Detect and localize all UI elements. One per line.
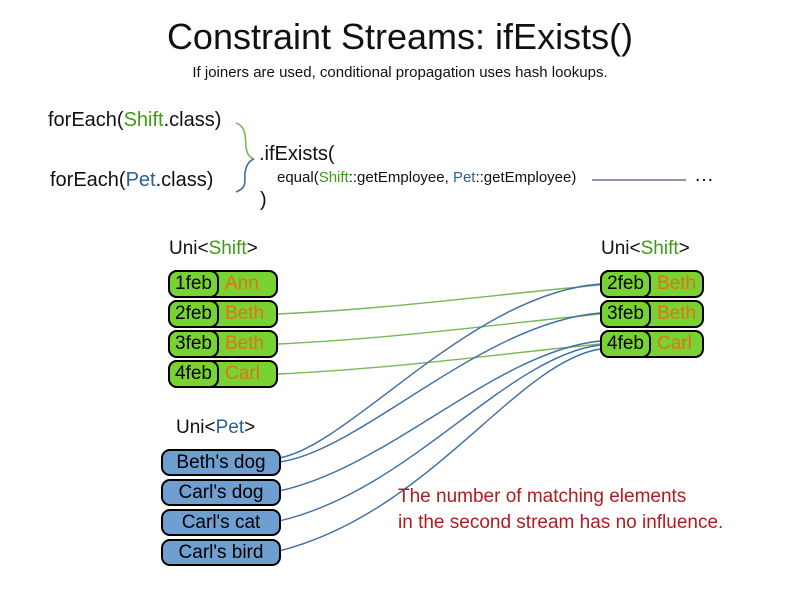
label-token-pet: Pet [215,417,245,438]
shift-employee: Beth [656,273,697,294]
pet-stream-label: Uni<Pet> [176,417,255,439]
note-line-1: The number of matching elements [398,486,687,507]
code-token: .class) [163,109,222,131]
page-subtitle: If joiners are used, conditional propaga… [192,64,608,81]
shift-row: 1feb Ann [168,270,278,298]
code-foreach-pet: forEach(Pet.class) [50,169,213,192]
shift-date: 2feb [600,270,651,298]
label-token-shift: Shift [208,238,247,259]
pet-item: Carl's cat [161,509,281,536]
shift-employee: Beth [656,303,697,324]
code-token-shift: Shift [318,169,349,186]
shift-row: 3feb Beth [600,300,704,328]
shift-row: 4feb Carl [600,330,704,358]
label-token: > [678,238,690,259]
label-token: Uni< [601,238,641,259]
code-ellipsis: … [694,164,714,186]
shift-date: 3feb [168,330,219,358]
code-token: ::getEmployee) [475,169,577,186]
shift-date: 3feb [600,300,651,328]
label-token: Uni< [176,417,216,438]
shift-row: 4feb Carl [168,360,278,388]
shift-match-lines [277,284,601,375]
label-token: > [244,417,256,438]
code-equal: equal(Shift::getEmployee, Pet::getEmploy… [277,169,576,186]
pet-item: Beth's dog [161,449,281,476]
shift-date: 2feb [168,300,219,328]
shift-employee: Ann [224,273,259,294]
label-token: > [246,238,258,259]
right-shift-stream-label: Uni<Shift> [601,238,690,260]
shift-row: 2feb Beth [600,270,704,298]
pet-item: Carl's bird [161,539,281,566]
code-token-pet: Pet [452,169,476,186]
brace-icon [235,122,255,193]
shift-row: 2feb Beth [168,300,278,328]
code-ifexists: .ifExists( [259,143,335,165]
code-token: equal( [277,169,319,186]
note-text: The number of matching elements in the s… [398,484,723,536]
shift-employee: Beth [224,333,265,354]
label-token-shift: Shift [640,238,679,259]
note-line-2: in the second stream has no influence. [398,512,724,533]
left-shift-stream-label: Uni<Shift> [169,238,258,260]
pet-item: Carl's dog [161,479,281,506]
code-foreach-shift: forEach(Shift.class) [48,109,221,132]
label-token: Uni< [169,238,209,259]
shift-employee: Carl [656,333,692,354]
shift-row: 3feb Beth [168,330,278,358]
shift-date: 4feb [600,330,651,358]
code-token: .class) [155,169,214,191]
code-token-shift: Shift [123,109,164,131]
page-title: Constraint Streams: ifExists() [166,16,634,57]
code-token: forEach( [48,109,124,131]
shift-date: 1feb [168,270,219,298]
code-close-paren: ) [260,189,267,211]
shift-date: 4feb [168,360,219,388]
code-token-pet: Pet [125,169,156,191]
code-token: forEach( [50,169,126,191]
shift-employee: Beth [224,303,265,324]
shift-employee: Carl [224,363,260,384]
code-token: ::getEmployee, [348,169,453,186]
